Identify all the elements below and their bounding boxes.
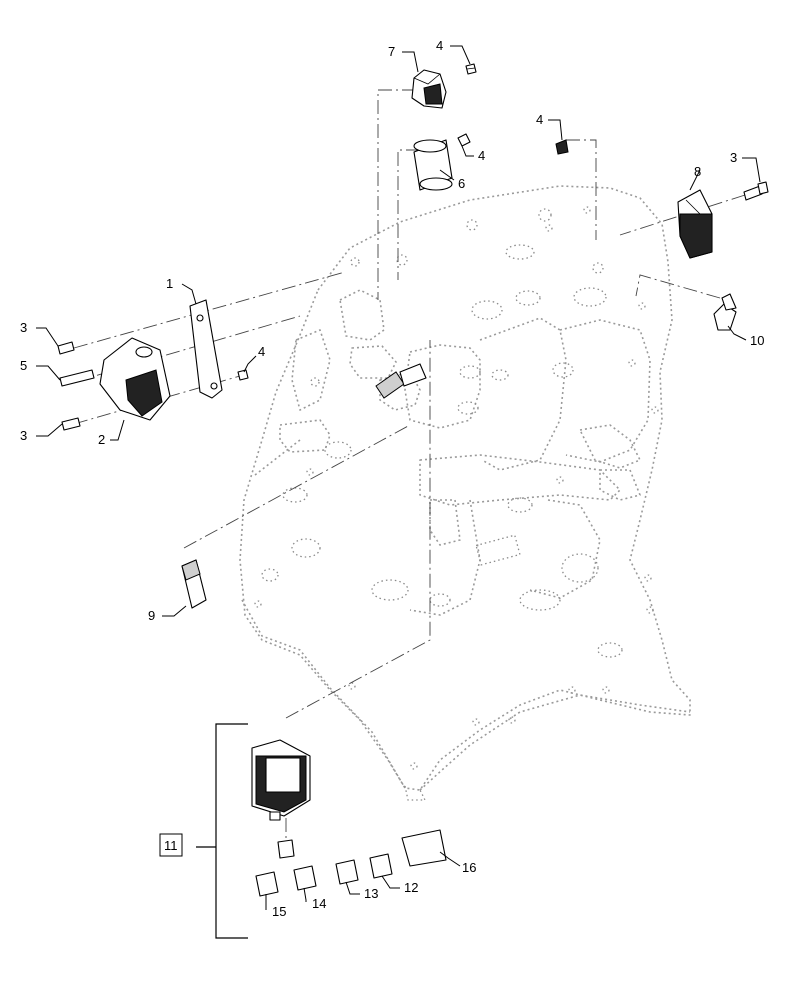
part-11-fuse-box <box>251 739 311 821</box>
callout-6: 6 <box>458 176 465 191</box>
part-4-nut-left <box>237 369 249 381</box>
part-16-label <box>401 829 447 867</box>
part-3-bolt-upper-left <box>57 341 75 355</box>
part-11-bolt <box>277 839 295 859</box>
callout-numbers: 7 4 4 6 4 8 3 10 1 3 5 3 2 4 9 11 16 12 … <box>20 38 764 919</box>
assembly-centerlines <box>73 89 746 842</box>
callout-7: 7 <box>388 44 395 59</box>
callout-4-left: 4 <box>258 344 265 359</box>
callout-leaders <box>36 45 761 910</box>
part-4-nut-top <box>465 63 477 75</box>
part-3-bolt-lower-left <box>61 417 81 431</box>
callout-4-top: 4 <box>436 38 443 53</box>
part-7-bracket <box>411 69 447 109</box>
fuse-part-14 <box>293 865 317 891</box>
callout-12: 12 <box>404 880 418 895</box>
chassis-frame <box>239 185 691 801</box>
part-3-bolt-right <box>743 181 769 201</box>
callout-13: 13 <box>364 886 378 901</box>
callout-3-right: 3 <box>730 150 737 165</box>
callout-10: 10 <box>750 333 764 348</box>
kit-bracket <box>196 723 248 939</box>
callout-9: 9 <box>148 608 155 623</box>
callout-11: 11 <box>164 838 178 853</box>
part-5-bolt-left <box>59 369 95 387</box>
callout-8: 8 <box>694 164 701 179</box>
part-6-sleeve <box>413 139 453 191</box>
part-2-cover <box>99 337 171 421</box>
callout-16: 16 <box>462 860 476 875</box>
callout-4-right: 4 <box>536 112 543 127</box>
callout-2: 2 <box>98 432 105 447</box>
callout-15: 15 <box>272 904 286 919</box>
callout-4-mid: 4 <box>478 148 485 163</box>
part-10-sensor <box>713 293 737 331</box>
part-4-nut-mid <box>457 133 471 147</box>
kit-label-box <box>159 833 183 857</box>
fuse-part-12 <box>369 853 393 879</box>
fuse-part-13 <box>335 859 359 885</box>
part-8-bracket <box>677 189 713 259</box>
callout-5: 5 <box>20 358 27 373</box>
part-1-plate <box>189 299 223 399</box>
fuse-part-15 <box>255 871 279 897</box>
part-9-sensor <box>181 559 207 609</box>
callout-3-lower-left: 3 <box>20 428 27 443</box>
callout-14: 14 <box>312 896 326 911</box>
callout-3-upper-left: 3 <box>20 320 27 335</box>
callout-1: 1 <box>166 276 173 291</box>
part-4-nut-right <box>555 139 569 155</box>
